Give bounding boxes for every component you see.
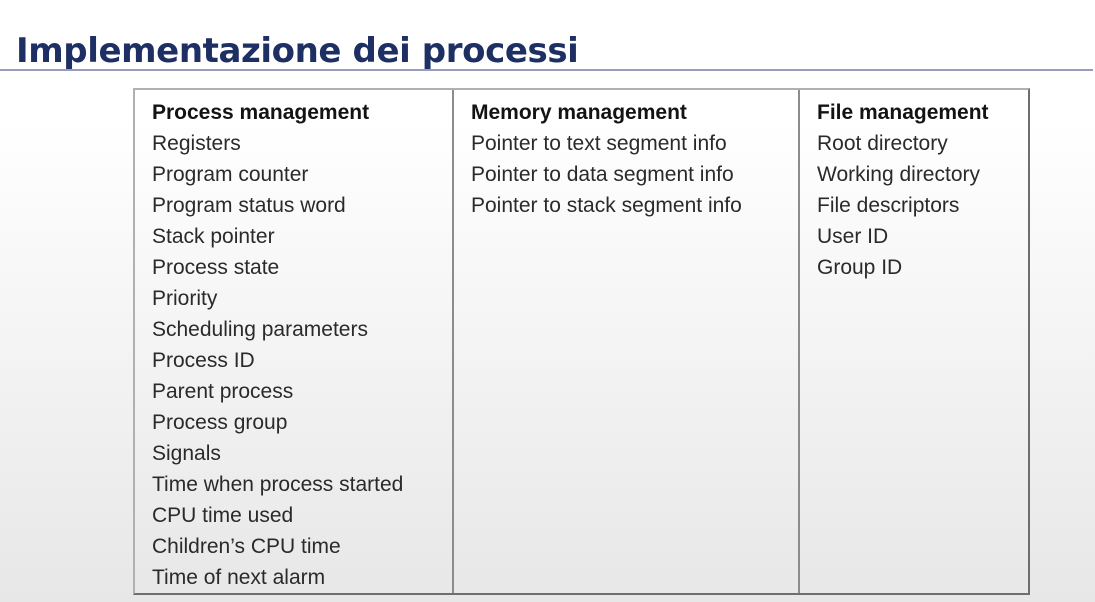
list-item: Stack pointer [152,225,275,248]
column-header-process-management: Process management [152,101,370,124]
list-item: CPU time used [152,504,294,527]
list-item: Priority [152,287,218,310]
list-item: Process ID [152,349,255,372]
list-item: Pointer to text segment info [471,132,727,155]
page-title: Implementazione dei processi [16,30,579,71]
list-item: Working directory [817,163,980,186]
list-item: Registers [152,132,241,155]
column-header-memory-management: Memory management [471,101,687,124]
list-item: Process group [152,411,288,434]
list-item: Children’s CPU time [152,535,341,558]
list-item: Time when process started [152,473,404,496]
list-item: Scheduling parameters [152,318,368,341]
list-item: Program status word [152,194,346,217]
list-item: Process state [152,256,280,279]
title-divider [0,69,1093,71]
list-item: Group ID [817,256,903,279]
column-header-file-management: File management [817,101,989,124]
list-item: Root directory [817,132,948,155]
list-item: Time of next alarm [152,566,326,589]
list-item: Pointer to stack segment info [471,194,742,217]
list-item: Pointer to data segment info [471,163,734,186]
process-table: Process management Registers Program cou… [133,88,1030,595]
table-column-memory-management: Memory management Pointer to text segmen… [452,90,798,593]
list-item: Signals [152,442,221,465]
list-item: User ID [817,225,889,248]
list-item: Program counter [152,163,309,186]
list-item: File descriptors [817,194,960,217]
table-column-process-management: Process management Registers Program cou… [135,90,452,593]
table-column-file-management: File management Root directory Working d… [798,90,1028,593]
list-item: Parent process [152,380,294,403]
